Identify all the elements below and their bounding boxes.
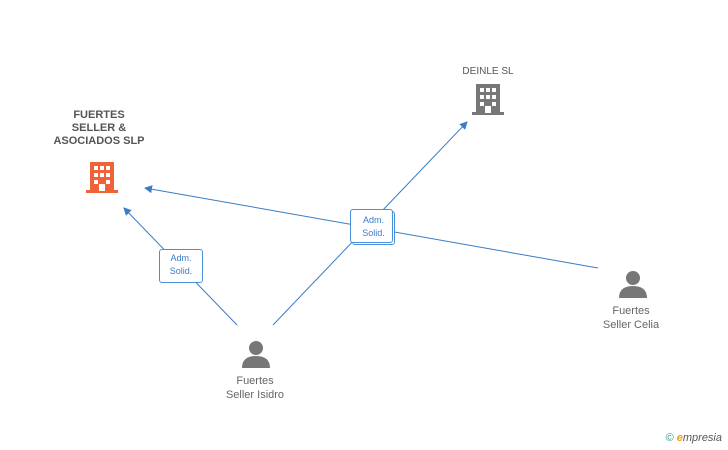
relation-line: Solid. [169,266,193,276]
building-icon[interactable] [86,162,118,193]
brand-logo-e: e [676,432,683,444]
person-celia-label[interactable]: Fuertes Seller Celia [583,304,679,332]
person-celia-line: Fuertes [612,305,650,317]
building-icon[interactable] [472,84,504,115]
person-celia-line: Seller Celia [602,319,660,331]
relation-badge-stacked[interactable]: Adm. Solid. [350,209,395,245]
copyright-symbol: © [665,432,674,444]
person-icon[interactable] [619,271,647,298]
company-main-line: ASOCIADOS SLP [53,135,145,147]
person-icon[interactable] [242,341,270,368]
person-isidro-line: Fuertes [236,375,274,387]
person-isidro-line: Seller Isidro [225,389,285,401]
company-main-label[interactable]: FUERTES SELLER & ASOCIADOS SLP [40,109,158,148]
company-main-line: FUERTES [73,109,125,121]
brand-logo: empresia [677,432,722,444]
relation-line: Solid. [362,228,385,238]
relation-badge[interactable]: Adm. Solid. [159,249,203,283]
person-isidro-label[interactable]: Fuertes Seller Isidro [205,374,305,402]
company-deinle-name: DEINLE SL [462,66,514,77]
relation-line: Adm. [170,253,192,263]
brand-logo-rest: mpresia [682,432,722,444]
company-main-line: SELLER & [71,122,127,134]
relation-line: Adm. [362,215,384,225]
footer-brand: © empresia [666,432,722,444]
company-deinle-label[interactable]: DEINLE SL [438,65,538,78]
